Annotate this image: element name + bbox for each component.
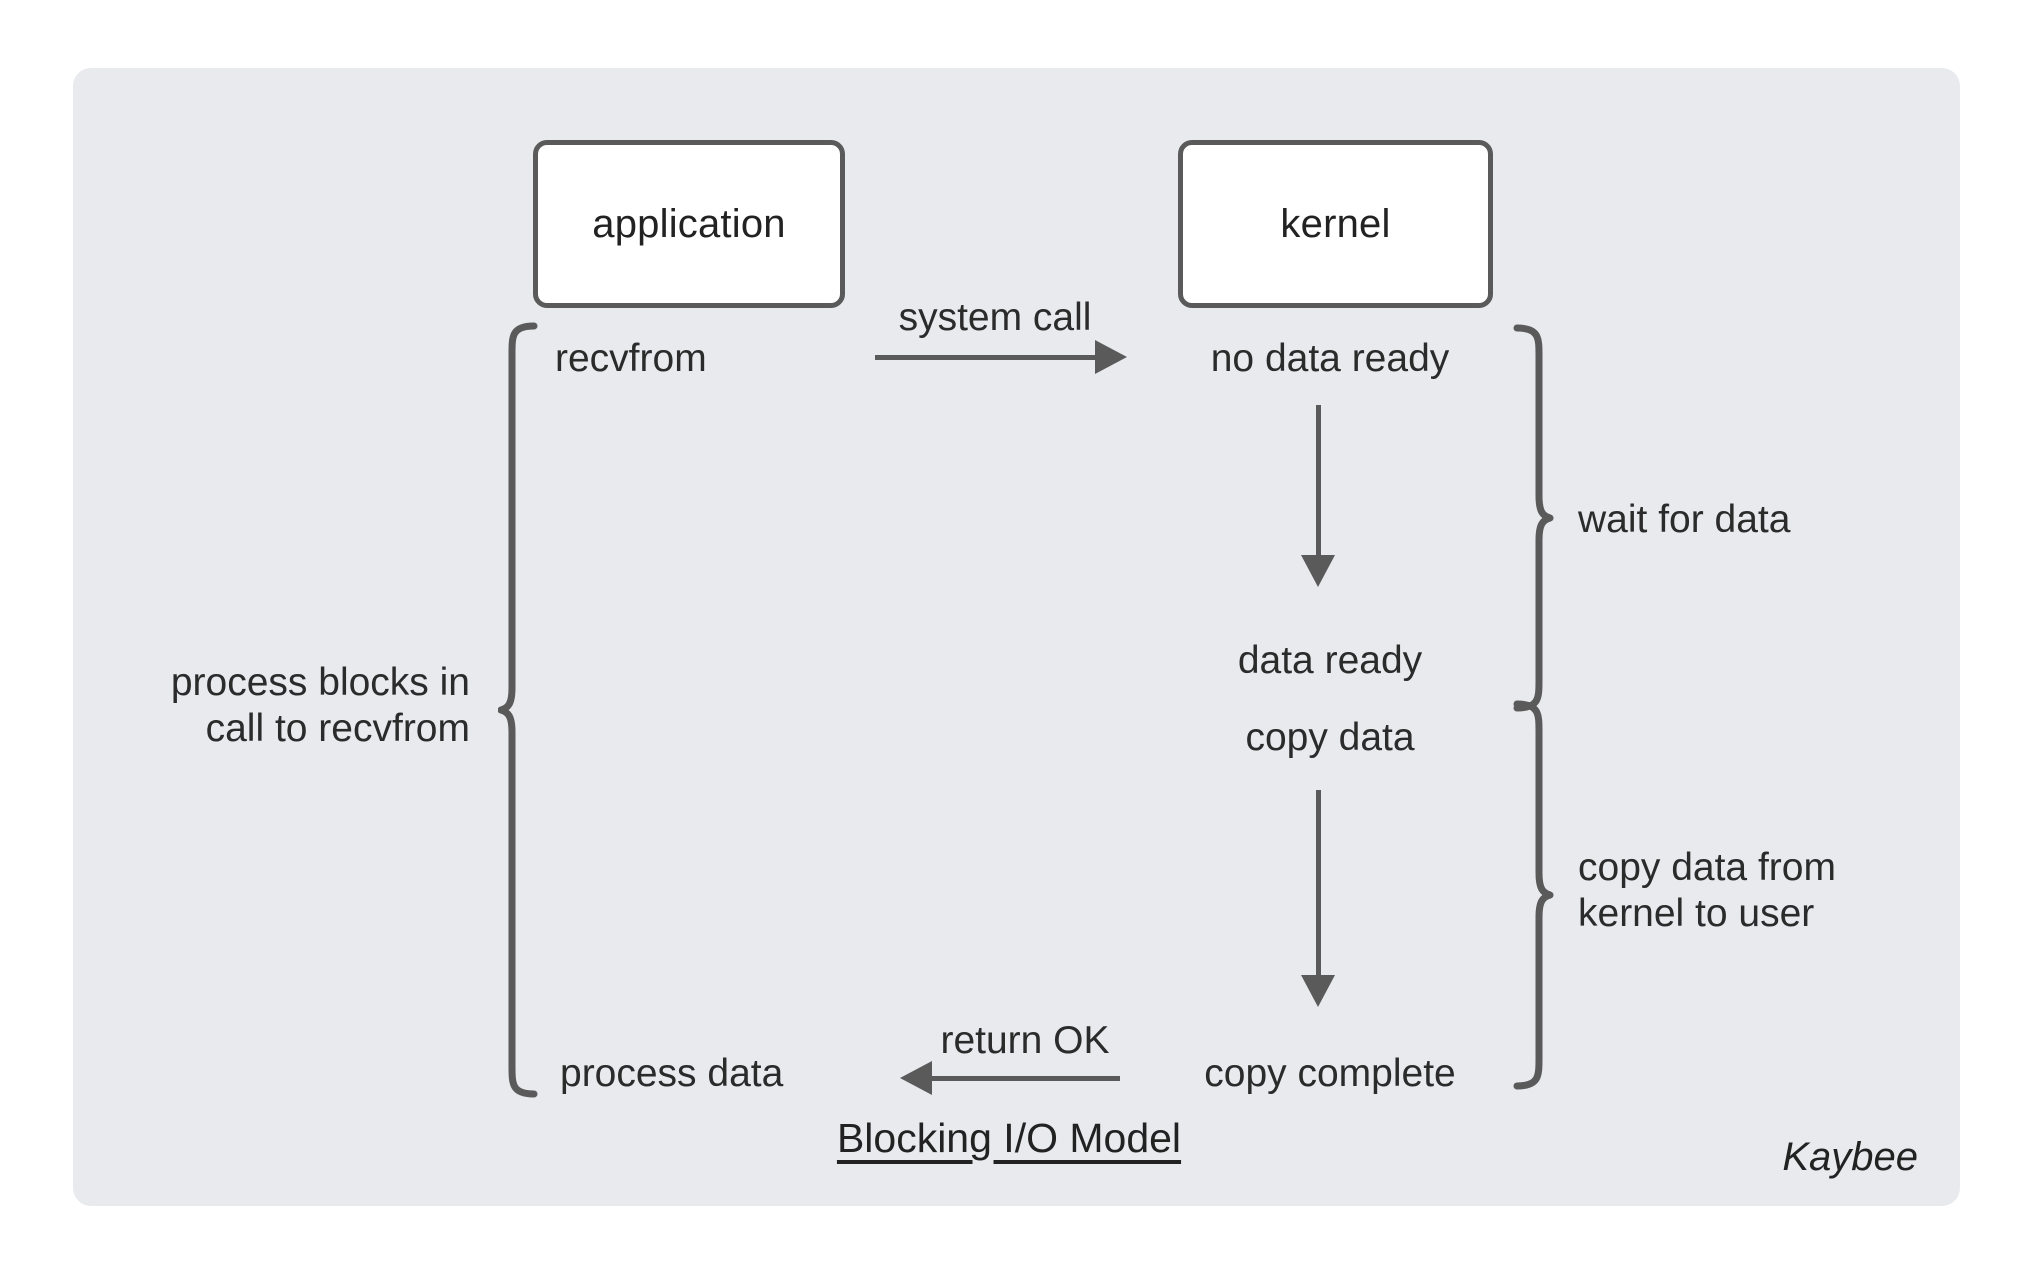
brace-wait-for-data-label: wait for data bbox=[1578, 497, 1790, 543]
diagram-panel bbox=[73, 68, 1960, 1206]
step-copy-complete: copy complete bbox=[1204, 1052, 1456, 1095]
edge-system-call-arrowhead bbox=[1095, 340, 1127, 374]
brace-wait-for-data-label-line1: wait for data bbox=[1578, 498, 1791, 541]
step-process-data: process data bbox=[560, 1052, 784, 1095]
edge-wait-transition-line bbox=[1316, 405, 1321, 560]
step-copy-data: copy data bbox=[1245, 716, 1415, 759]
node-kernel[interactable]: kernel bbox=[1178, 140, 1493, 308]
brace-copy-data-label-line1: copy data from bbox=[1578, 846, 1836, 889]
brace-process-blocks-label: process blocks in call to recvfrom bbox=[171, 660, 470, 752]
node-application-label: application bbox=[592, 201, 786, 246]
edge-system-call-line bbox=[875, 355, 1100, 360]
diagram-signature: Kaybee bbox=[1782, 1135, 1918, 1179]
brace-process-blocks-label-line1: process blocks in bbox=[170, 661, 470, 704]
brace-process-blocks bbox=[498, 322, 538, 1098]
edge-wait-transition-arrowhead bbox=[1301, 555, 1335, 587]
step-recvfrom: recvfrom bbox=[555, 337, 707, 380]
edge-return-ok-line bbox=[930, 1076, 1120, 1081]
edge-copy-transition-line bbox=[1316, 790, 1321, 980]
brace-wait-for-data bbox=[1513, 324, 1554, 712]
edge-copy-transition-arrowhead bbox=[1301, 975, 1335, 1007]
edge-return-ok-label: return OK bbox=[940, 1019, 1110, 1062]
step-no-data-ready: no data ready bbox=[1210, 337, 1450, 380]
edge-system-call-label: system call bbox=[898, 296, 1092, 339]
brace-process-blocks-label-line2: call to recvfrom bbox=[205, 707, 470, 751]
brace-copy-data bbox=[1513, 700, 1554, 1090]
edge-return-ok-arrowhead bbox=[900, 1061, 932, 1095]
diagram-title: Blocking I/O Model bbox=[836, 1115, 1182, 1161]
brace-copy-data-label-line2: kernel to user bbox=[1578, 892, 1815, 936]
brace-copy-data-label: copy data from kernel to user bbox=[1578, 845, 1836, 937]
step-data-ready: data ready bbox=[1237, 639, 1423, 682]
node-application[interactable]: application bbox=[533, 140, 845, 308]
node-kernel-label: kernel bbox=[1280, 201, 1391, 246]
